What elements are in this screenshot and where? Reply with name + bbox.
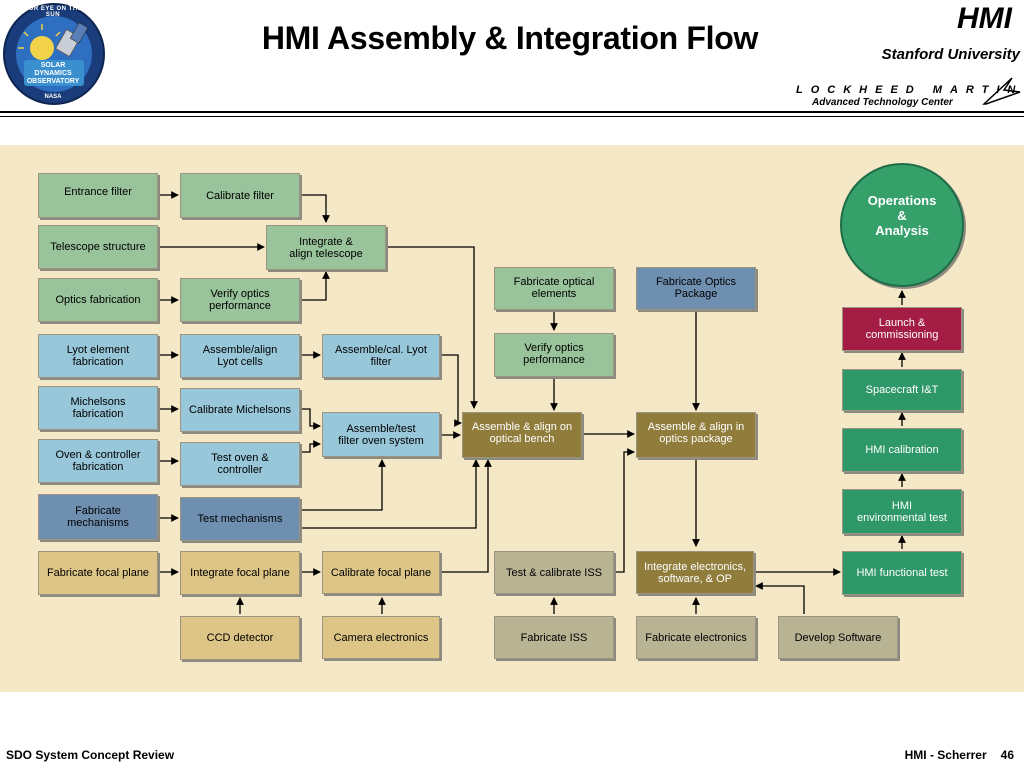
node-launch-commissioning: Launch & commissioning (842, 307, 962, 351)
node-telescope-structure: Telescope structure (38, 225, 158, 269)
stanford-label: Stanford University (881, 46, 1020, 63)
node-fabricate-iss: Fabricate ISS (494, 616, 614, 659)
header-rule (0, 111, 1024, 113)
page-title: HMI Assembly & Integration Flow (261, 20, 759, 56)
node-assemble-align-lyot-cells: Assemble/align Lyot cells (180, 334, 300, 378)
node-fabricate-optical-elements: Fabricate optical elements (494, 267, 614, 310)
node-calibrate-focal-plane: Calibrate focal plane (322, 551, 440, 594)
node-assemble-align-optical-bench: Assemble & align on optical bench (462, 412, 582, 458)
sdo-logo (3, 3, 105, 105)
node-entrance-filter: Entrance filter (38, 173, 158, 218)
node-optics-fabrication: Optics fabrication (38, 278, 158, 322)
header: SOLAR DYNAMICS OBSERVATORY OUR EYE ON TH… (0, 0, 1024, 120)
node-develop-software: Develop Software (778, 616, 898, 659)
node-calibrate-michelsons: Calibrate Michelsons (180, 388, 300, 432)
lockheed-martin-label: LOCKHEED MARTIN (796, 84, 1024, 96)
node-calibrate-filter: Calibrate filter (180, 173, 300, 218)
footer-left: SDO System Concept Review (6, 748, 175, 762)
footer-author: HMI - Scherrer (904, 748, 987, 762)
sdo-logo-ring: OUR EYE ON THE SUN (23, 6, 83, 18)
node-lyot-element-fabrication: Lyot element fabrication (38, 334, 158, 378)
node-integrate-electronics: Integrate electronics, software, & OP (636, 551, 754, 594)
page-number: 46 (1000, 748, 1014, 762)
node-fabricate-optics-package: Fabricate Optics Package (636, 267, 756, 310)
node-hmi-functional-test: HMI functional test (842, 551, 962, 595)
node-assemble-align-optics-package: Assemble & align in optics package (636, 412, 756, 458)
node-fabricate-mechanisms: Fabricate mechanisms (38, 494, 158, 540)
node-fabricate-electronics: Fabricate electronics (636, 616, 756, 659)
node-assemble-test-filter-oven: Assemble/test filter oven system (322, 412, 440, 457)
hmi-logo-text: HMI (957, 2, 1012, 35)
node-integrate-align-telescope: Integrate & align telescope (266, 225, 386, 270)
sdo-logo-text: SOLAR DYNAMICS OBSERVATORY (26, 62, 80, 85)
node-hmi-calibration: HMI calibration (842, 428, 962, 472)
node-camera-electronics: Camera electronics (322, 616, 440, 659)
node-operations-analysis: Operations & Analysis (840, 163, 964, 287)
node-assemble-cal-lyot-filter: Assemble/cal. Lyot filter (322, 334, 440, 378)
node-verify-optics-performance-1: Verify optics performance (180, 278, 300, 322)
node-hmi-environmental-test: HMI environmental test (842, 489, 962, 534)
node-test-calibrate-iss: Test & calibrate ISS (494, 551, 614, 594)
node-oven-controller-fabrication: Oven & controller fabrication (38, 439, 158, 483)
sdo-logo-nasa: NASA (44, 94, 62, 100)
node-integrate-focal-plane: Integrate focal plane (180, 551, 300, 595)
footer-right: HMI - Scherrer 46 (891, 748, 1014, 762)
node-verify-optics-performance-2: Verify optics performance (494, 333, 614, 377)
node-michelsons-fabrication: Michelsons fabrication (38, 386, 158, 430)
node-test-mechanisms: Test mechanisms (180, 497, 300, 541)
lockheed-star-icon (982, 77, 1021, 105)
node-ccd-detector: CCD detector (180, 616, 300, 660)
node-test-oven-controller: Test oven & controller (180, 442, 300, 486)
node-spacecraft-it: Spacecraft I&T (842, 369, 962, 411)
node-fabricate-focal-plane: Fabricate focal plane (38, 551, 158, 595)
header-rule-thin (0, 116, 1024, 117)
atc-label: Advanced Technology Center (812, 97, 953, 108)
